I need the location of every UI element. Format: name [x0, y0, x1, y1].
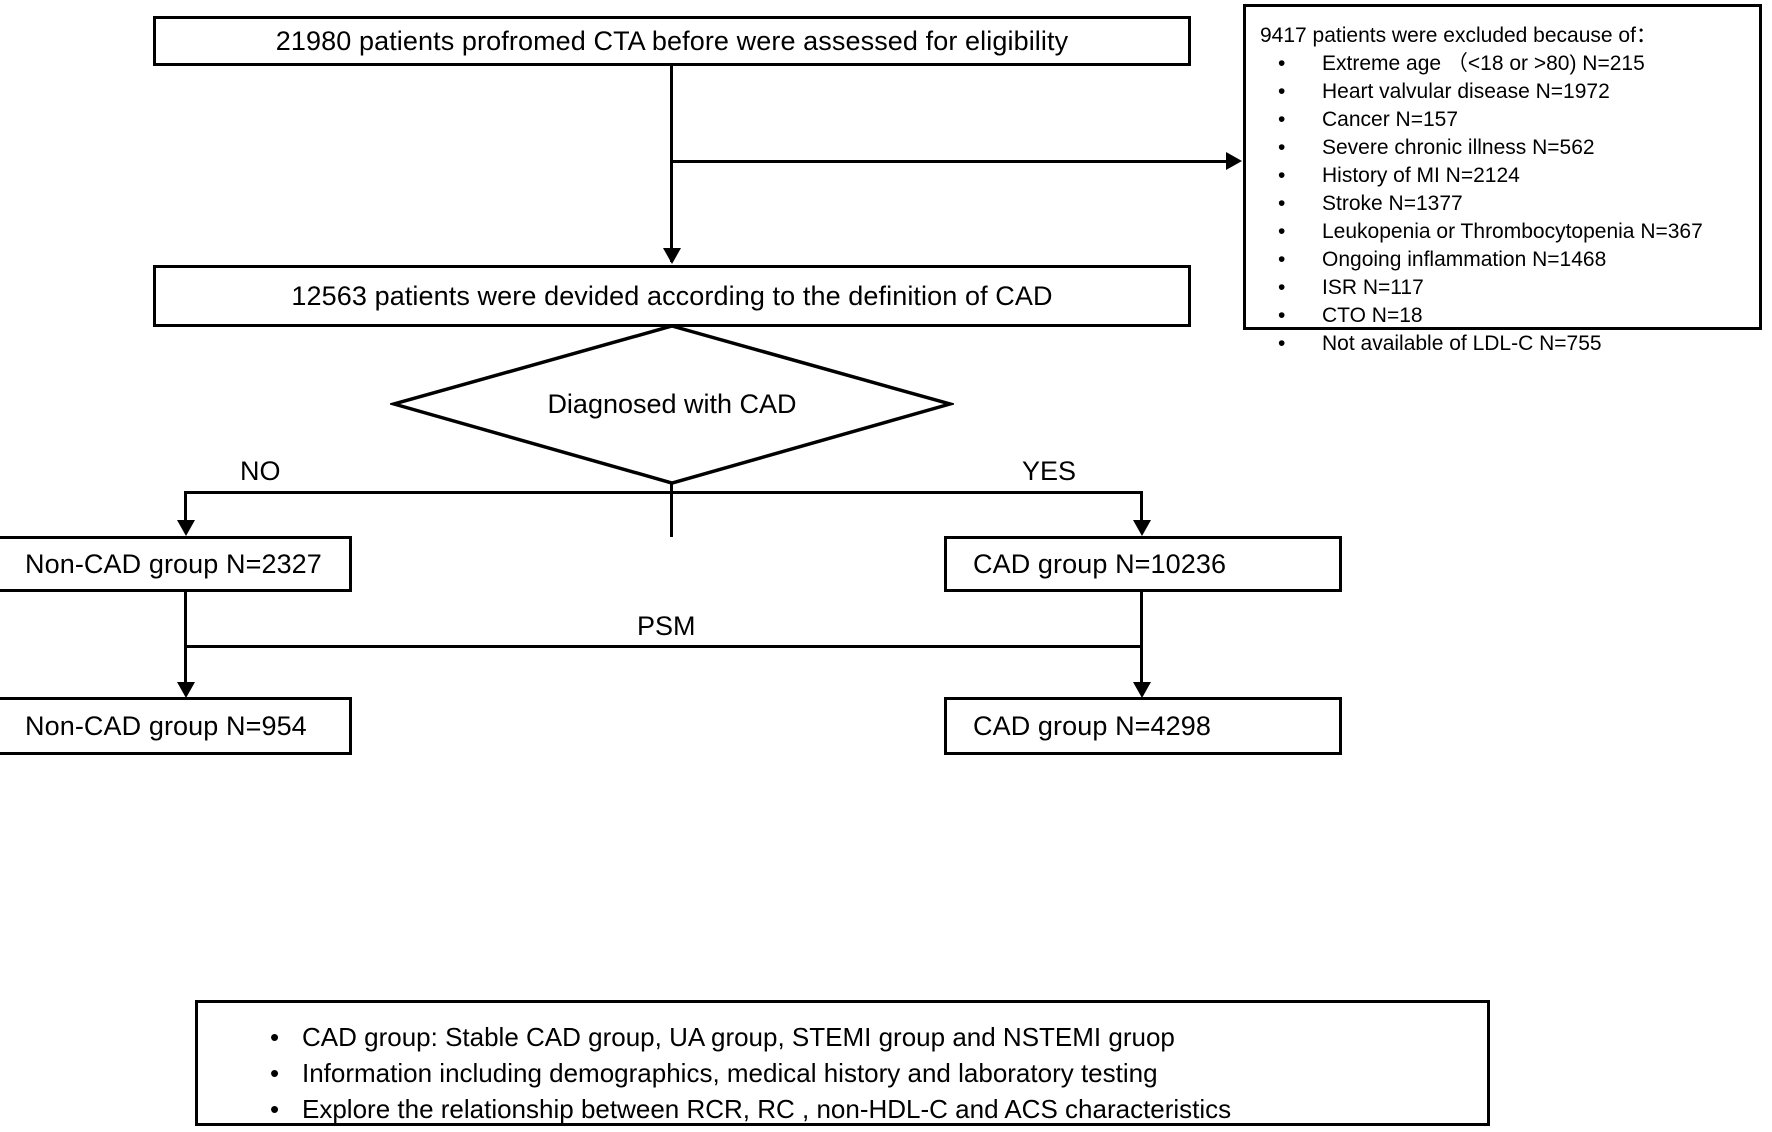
- node-decision-label: Diagnosed with CAD: [547, 389, 797, 419]
- connector-cad-to-psm: [1140, 592, 1143, 692]
- bullet-icon: •: [270, 1094, 280, 1124]
- exclusion-item: • Cancer N=157: [1246, 106, 1759, 134]
- exclusion-item-label: Extreme age （<18 or >80) N=215: [1322, 52, 1645, 75]
- summary-list: • CAD group: Stable CAD group, UA group,…: [198, 1003, 1487, 1127]
- exclusion-item: • Ongoing inflammation N=1468: [1246, 246, 1759, 274]
- bullet-icon: •: [1278, 248, 1286, 271]
- node-divided-patients: 12563 patients were devided according to…: [153, 265, 1191, 327]
- exclusion-item-label: Heart valvular disease N=1972: [1322, 80, 1610, 103]
- arrowhead-to-exclusion: [1226, 152, 1242, 170]
- exclusion-item-label: CTO N=18: [1322, 304, 1423, 327]
- bullet-icon: •: [1278, 192, 1286, 215]
- connector-yes-branch: [1140, 491, 1143, 526]
- node-noncad-group-post-psm: Non-CAD group N=954: [0, 697, 352, 755]
- node-decision-diagnosed-with-cad: Diagnosed with CAD: [387, 322, 957, 487]
- connector-split-bar: [184, 491, 1143, 494]
- exclusion-item: • CTO N=18: [1246, 302, 1759, 330]
- arrowhead-yes-branch: [1133, 520, 1151, 536]
- bullet-icon: •: [1278, 220, 1286, 243]
- connector-no-branch: [184, 491, 187, 526]
- exclusion-item: • ISR N=117: [1246, 274, 1759, 302]
- bullet-icon: •: [1278, 276, 1286, 299]
- exclusion-item-label: Ongoing inflammation N=1468: [1322, 248, 1607, 271]
- bullet-icon: •: [270, 1022, 280, 1052]
- node-noncad-group-post-psm-label: Non-CAD group N=954: [25, 710, 307, 741]
- exclusion-item: • Severe chronic illness N=562: [1246, 134, 1759, 162]
- node-noncad-group-pre-psm-label: Non-CAD group N=2327: [25, 548, 322, 579]
- bullet-icon: •: [1278, 108, 1286, 131]
- connector-top-to-second: [670, 66, 673, 262]
- bullet-icon: •: [1278, 304, 1286, 327]
- bullet-icon: •: [1278, 52, 1286, 75]
- node-noncad-group-pre-psm: Non-CAD group N=2327: [0, 536, 352, 592]
- bullet-icon: •: [1278, 136, 1286, 159]
- edge-label-psm: PSM: [637, 611, 696, 641]
- exclusion-item: • History of MI N=2124: [1246, 162, 1759, 190]
- node-cad-group-post-psm: CAD group N=4298: [944, 697, 1342, 755]
- diamond-shape: [387, 324, 957, 485]
- node-cad-group-post-psm-label: CAD group N=4298: [973, 710, 1211, 741]
- summary-item: • Explore the relationship between RCR, …: [198, 1091, 1487, 1127]
- exclusion-item-label: Severe chronic illness N=562: [1322, 136, 1595, 159]
- arrowhead-cad-post: [1133, 682, 1151, 698]
- exclusion-item-label: Stroke N=1377: [1322, 192, 1463, 215]
- connector-decision-stem: [670, 484, 673, 537]
- connector-noncad-to-psm: [184, 592, 187, 692]
- node-exclusion-criteria: 9417 patients were excluded because of： …: [1243, 4, 1762, 355]
- bullet-icon: •: [1278, 80, 1286, 103]
- node-study-summary: • CAD group: Stable CAD group, UA group,…: [195, 1000, 1490, 1126]
- summary-item-label: Explore the relationship between RCR, RC…: [302, 1094, 1232, 1124]
- connector-to-exclusion: [670, 160, 1226, 163]
- summary-item: • Information including demographics, me…: [198, 1055, 1487, 1091]
- exclusion-item: • Not available of LDL-C N=755: [1246, 330, 1759, 358]
- arrowhead-no-branch: [177, 520, 195, 536]
- arrowhead-to-second-box: [663, 248, 681, 264]
- edge-label-no: NO: [240, 456, 281, 486]
- connector-psm-bar: [184, 645, 1143, 648]
- exclusion-title: 9417 patients were excluded because of：: [1260, 24, 1657, 47]
- bullet-icon: •: [270, 1058, 280, 1088]
- node-divided-patients-label: 12563 patients were devided according to…: [291, 280, 1053, 311]
- exclusion-item-label: ISR N=117: [1322, 276, 1424, 299]
- exclusion-item: • Stroke N=1377: [1246, 190, 1759, 218]
- bullet-icon: •: [1278, 164, 1286, 187]
- node-enrolled-patients: 21980 patients profromed CTA before were…: [153, 16, 1191, 66]
- exclusion-item-label: Cancer N=157: [1322, 108, 1458, 131]
- node-cad-group-pre-psm: CAD group N=10236: [944, 536, 1342, 592]
- node-cad-group-pre-psm-label: CAD group N=10236: [973, 548, 1227, 579]
- summary-item-label: CAD group: Stable CAD group, UA group, S…: [302, 1022, 1175, 1052]
- exclusion-item-label: Leukopenia or Thrombocytopenia N=367: [1322, 220, 1703, 243]
- exclusion-item: • Leukopenia or Thrombocytopenia N=367: [1246, 218, 1759, 246]
- node-enrolled-patients-label: 21980 patients profromed CTA before were…: [275, 25, 1069, 56]
- summary-item: • CAD group: Stable CAD group, UA group,…: [198, 1019, 1487, 1055]
- summary-item-label: Information including demographics, medi…: [302, 1058, 1158, 1088]
- arrowhead-noncad-post: [177, 682, 195, 698]
- exclusion-item-label: Not available of LDL-C N=755: [1322, 332, 1602, 355]
- exclusion-list: • Extreme age （<18 or >80) N=215 • Heart…: [1246, 50, 1759, 358]
- exclusion-item: • Heart valvular disease N=1972: [1246, 78, 1759, 106]
- edge-label-yes: YES: [1022, 456, 1077, 486]
- exclusion-item-label: History of MI N=2124: [1322, 164, 1520, 187]
- exclusion-item: • Extreme age （<18 or >80) N=215: [1246, 50, 1759, 78]
- bullet-icon: •: [1278, 332, 1286, 355]
